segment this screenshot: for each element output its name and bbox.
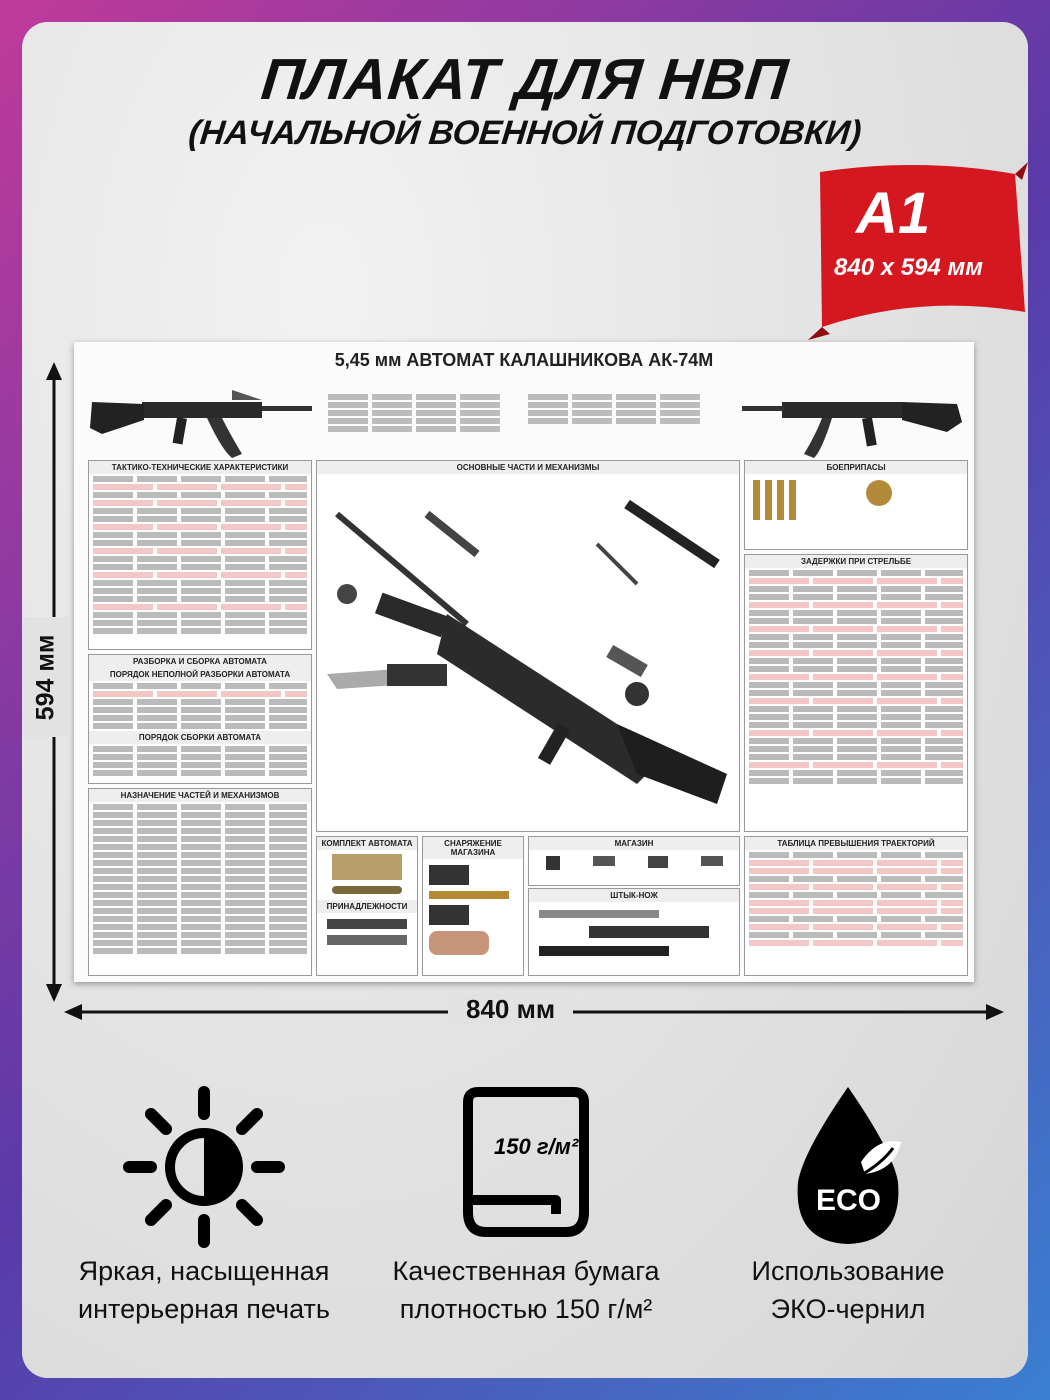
format-badge: A1 840 x 594 мм: [800, 162, 1028, 342]
format-size: A1: [856, 181, 931, 246]
paper-density-badge: 150 г/м²: [494, 1134, 579, 1159]
width-dimension-label: 840 мм: [448, 994, 574, 1025]
delays-section: ЗАДЕРЖКИ ПРИ СТРЕЛЬБЕ: [744, 554, 968, 832]
magazine-section: МАГАЗИН: [528, 836, 740, 886]
feature-paper-line1: Качественная бумага: [392, 1256, 660, 1286]
poster-preview: 5,45 мм АВТОМАТ КАЛАШНИКОВА АК-74М ТАКТИ: [74, 342, 974, 982]
disassembly-section: РАЗБОРКА И СБОРКА АВТОМАТА ПОРЯДОК НЕПОЛ…: [88, 654, 312, 784]
feature-bright-line2: интерьерная печать: [78, 1294, 330, 1324]
exploded-rifle-diagram: [327, 499, 727, 804]
kit-section: КОМПЛЕКТ АВТОМАТА ПРИНАДЛЕЖНОСТИ: [316, 836, 418, 976]
ribbon-shape: [808, 162, 1028, 340]
assembly-heading: ПОРЯДОК СБОРКИ АВТОМАТА: [89, 731, 311, 744]
intro-text-left: [324, 392, 504, 452]
rifle-right-image: [742, 402, 962, 458]
purpose-heading: НАЗНАЧЕНИЕ ЧАСТЕЙ И МЕХАНИЗМОВ: [89, 789, 311, 802]
magazine-heading: МАГАЗИН: [529, 837, 739, 850]
kit-heading: КОМПЛЕКТ АВТОМАТА: [317, 837, 417, 850]
specs-heading: ТАКТИКО-ТЕХНИЧЕСКИЕ ХАРАКТЕРИСТИКИ: [89, 461, 311, 474]
partial-disassembly-heading: ПОРЯДОК НЕПОЛНОЙ РАЗБОРКИ АВТОМАТА: [89, 668, 311, 681]
delays-heading: ЗАДЕРЖКИ ПРИ СТРЕЛЬБЕ: [745, 555, 967, 568]
bayonet-heading: ШТЫК-НОЖ: [529, 889, 739, 902]
feature-eco-ink: ECO Использование ЭКО-чернил: [688, 1082, 1008, 1328]
main-parts-section: ОСНОВНЫЕ ЧАСТИ И МЕХАНИЗМЫ: [316, 460, 740, 832]
ammo-section: БОЕПРИПАСЫ: [744, 460, 968, 550]
feature-bright-print: Яркая, насыщенная интерьерная печать: [44, 1082, 364, 1328]
purpose-section: НАЗНАЧЕНИЕ ЧАСТЕЙ И МЕХАНИЗМОВ: [88, 788, 312, 976]
page-title: ПЛАКАТ ДЛЯ НВП: [258, 47, 792, 112]
disassembly-heading: РАЗБОРКА И СБОРКА АВТОМАТА: [89, 655, 311, 668]
trajectory-section: ТАБЛИЦА ПРЕВЫШЕНИЯ ТРАЕКТОРИЙ: [744, 836, 968, 976]
ammo-heading: БОЕПРИПАСЫ: [745, 461, 967, 474]
sun-icon: [123, 1086, 285, 1248]
loading-heading: СНАРЯЖЕНИЕ МАГАЗИНА: [423, 837, 523, 859]
feature-paper: 150 г/м² Качественная бумага плотностью …: [366, 1082, 686, 1328]
main-parts-heading: ОСНОВНЫЕ ЧАСТИ И МЕХАНИЗМЫ: [317, 461, 739, 474]
eco-drop-icon: [797, 1087, 901, 1244]
paper-icon: [463, 1087, 589, 1237]
accessories-heading: ПРИНАДЛЕЖНОСТИ: [317, 900, 417, 913]
height-dimension-label: 594 мм: [31, 634, 60, 720]
poster-title: 5,45 мм АВТОМАТ КАЛАШНИКОВА АК-74М: [334, 350, 714, 370]
specs-section: ТАКТИКО-ТЕХНИЧЕСКИЕ ХАРАКТЕРИСТИКИ: [88, 460, 312, 650]
product-card: ПЛАКАТ ДЛЯ НВП (НАЧАЛЬНОЙ ВОЕННОЙ ПОДГОТ…: [22, 22, 1028, 1378]
rifle-left-image: [90, 390, 312, 458]
eco-badge: ECO: [816, 1184, 882, 1217]
feature-paper-line2: плотностью 150 г/м²: [399, 1294, 653, 1324]
feature-bright-line1: Яркая, насыщенная: [78, 1256, 330, 1286]
loading-section: СНАРЯЖЕНИЕ МАГАЗИНА: [422, 836, 524, 976]
intro-text-right: [524, 392, 704, 452]
page-subtitle: (НАЧАЛЬНОЙ ВОЕННОЙ ПОДГОТОВКИ): [186, 114, 864, 152]
bayonet-section: ШТЫК-НОЖ: [528, 888, 740, 976]
format-dimensions: 840 x 594 мм: [834, 254, 983, 281]
feature-eco-line2: ЭКО-чернил: [770, 1294, 926, 1324]
feature-eco-line1: Использование: [751, 1256, 945, 1286]
trajectory-heading: ТАБЛИЦА ПРЕВЫШЕНИЯ ТРАЕКТОРИЙ: [745, 837, 967, 850]
